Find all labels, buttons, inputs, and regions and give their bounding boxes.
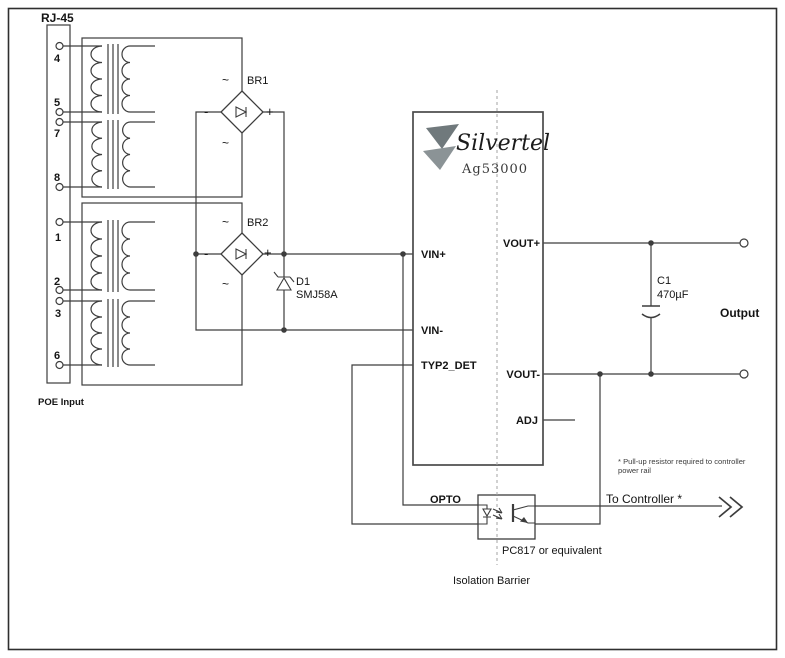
opto-light-arrows xyxy=(492,507,503,520)
rj45-pin-contact xyxy=(55,217,64,227)
ag53000-part-label: Ag53000 xyxy=(461,162,528,177)
rj45-pin-label-4: 4 xyxy=(54,53,61,65)
controller-link xyxy=(718,496,744,518)
c1-bottom-plate xyxy=(641,313,661,319)
output-terminal-positive xyxy=(739,238,749,248)
opto-led-triangle xyxy=(482,508,492,518)
rj45-pin-label-2: 2 xyxy=(54,276,60,288)
pin-typ2det-label: TYP2_DET xyxy=(421,360,477,372)
pin-vout-neg-label: VOUT- xyxy=(506,369,540,381)
pin-wires xyxy=(63,45,102,366)
rj45-title: RJ-45 xyxy=(41,11,74,25)
junction-dot xyxy=(193,251,199,257)
bridge-br1-symbol xyxy=(220,90,264,134)
d1-part-label: SMJ58A xyxy=(296,289,338,301)
to-controller-label: To Controller * xyxy=(606,492,682,506)
br1-pos-label: + xyxy=(266,104,274,119)
d1-anode-triangle xyxy=(276,276,292,291)
output-label: Output xyxy=(720,306,759,320)
net-vinpos-to-opto-anode xyxy=(402,254,478,506)
opto-label: OPTO xyxy=(430,494,461,506)
br1-ref-label: BR1 xyxy=(247,75,268,87)
rj45-pin-contact xyxy=(55,117,64,127)
logo-upper-triangle xyxy=(426,124,459,149)
br2-ac-bottom-label: ~ xyxy=(222,277,229,291)
rj45-connector xyxy=(46,24,71,384)
pin-vin-neg-label: VIN- xyxy=(421,325,443,337)
c1-ref-label: C1 xyxy=(657,275,671,287)
rj45-pin-contacts xyxy=(55,41,64,370)
br2-pos-label: + xyxy=(264,245,272,260)
transformer-secondary-coils xyxy=(121,45,131,366)
pc817-label: PC817 or equivalent xyxy=(502,545,602,557)
br2-diode-glyph xyxy=(235,248,248,260)
page-border xyxy=(7,7,778,651)
net-typ2det-to-opto xyxy=(351,364,478,525)
br1-neg-label: - xyxy=(204,104,208,119)
rj45-pin-contact xyxy=(55,285,64,295)
net-opto-emitter-to-voutneg xyxy=(535,374,601,525)
chevron-arrow-icon xyxy=(718,496,733,518)
junction-dot xyxy=(597,371,603,377)
junction-dot xyxy=(648,371,654,377)
junction-dot xyxy=(281,251,287,257)
rj45-pin-label-5: 5 xyxy=(54,97,60,109)
secondary-leads xyxy=(130,45,155,366)
rj45-pin-label-3: 3 xyxy=(55,308,61,320)
output-terminal-negative xyxy=(739,369,749,379)
pin-adj-label: ADJ xyxy=(516,415,538,427)
net-bridge-negative xyxy=(195,111,413,331)
pin-vin-pos-label: VIN+ xyxy=(421,249,446,261)
d1-ref-label: D1 xyxy=(296,276,310,288)
silvertel-brand-label: Silvertel xyxy=(456,131,550,156)
ag53000-module-body xyxy=(412,111,544,466)
capacitor-c1 xyxy=(641,305,661,319)
pullup-note-line2: power rail xyxy=(618,466,651,475)
transformer-primary-coils xyxy=(90,45,103,366)
ag53000-module xyxy=(412,111,544,466)
rj45-pin-label-6: 6 xyxy=(54,350,60,362)
transformer-box-lower xyxy=(81,202,243,386)
rj45-pin-contact xyxy=(55,182,64,192)
pullup-note-line1: * Pull-up resistor required to controlle… xyxy=(618,457,746,466)
net-br1-positive xyxy=(263,111,285,254)
pin-vout-pos-label: VOUT+ xyxy=(503,238,540,250)
junction-dot xyxy=(648,240,654,246)
poe-input-label: POE Input xyxy=(38,397,85,408)
transformer-cores xyxy=(107,44,119,367)
bridge-br1 xyxy=(220,90,264,134)
c1-value-label: 470µF xyxy=(657,289,689,301)
rj45-pin-label-7: 7 xyxy=(54,128,60,140)
br1-ac-top-label: ~ xyxy=(222,73,229,87)
isolation-barrier-label: Isolation Barrier xyxy=(453,575,530,587)
rj45-pin-contact xyxy=(55,296,64,306)
opto-emitter-arrowhead xyxy=(520,517,528,523)
junction-dot xyxy=(400,251,406,257)
wiring xyxy=(195,111,740,525)
br2-ref-label: BR2 xyxy=(247,217,268,229)
junction-dot xyxy=(281,327,287,333)
rj45-pin-contact xyxy=(55,41,64,51)
bridge-br2 xyxy=(220,232,264,276)
magnetics xyxy=(63,37,243,386)
rj45-pin-label-8: 8 xyxy=(54,172,60,184)
rj45-pin-label-1: 1 xyxy=(55,232,61,244)
optocoupler-internals xyxy=(478,504,535,525)
logo-lower-triangle xyxy=(423,146,456,170)
rj45-pin-contact xyxy=(55,107,64,117)
rj45-connector-body xyxy=(46,24,71,384)
br2-neg-label: - xyxy=(204,246,208,261)
br1-ac-bottom-label: ~ xyxy=(222,136,229,150)
br1-diode-glyph xyxy=(235,106,248,118)
tvs-diode-d1 xyxy=(273,271,295,291)
junction-dots xyxy=(193,240,654,377)
rj45-pin-contact xyxy=(55,360,64,370)
silvertel-logo-icon xyxy=(423,124,459,170)
chevron-arrow-icon xyxy=(729,496,744,518)
br2-ac-top-label: ~ xyxy=(222,215,229,229)
bridge-br2-symbol xyxy=(220,232,264,276)
